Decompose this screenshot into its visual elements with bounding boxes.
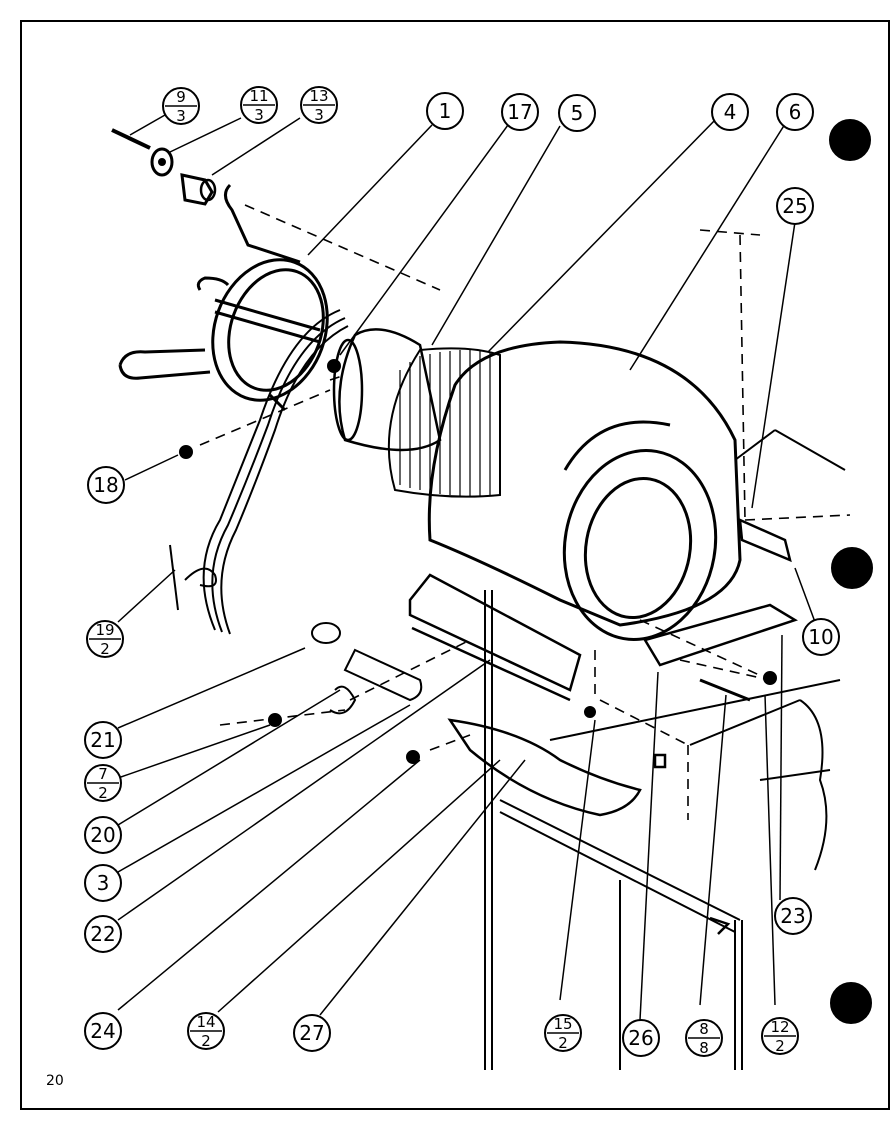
- callout-9-bottom: 3: [176, 107, 186, 125]
- callout-25: 25: [782, 194, 807, 218]
- assembly-dashed-lines: [199, 204, 851, 820]
- binder-hole-bottom: [830, 982, 872, 1024]
- callout-4: 4: [724, 100, 737, 124]
- callout-12-top: 12: [770, 1018, 789, 1036]
- callout-21: 21: [90, 728, 115, 752]
- binder-hole-middle: [831, 547, 873, 589]
- callout-19-top: 19: [95, 621, 114, 639]
- callout-14-top: 14: [196, 1013, 215, 1031]
- callout-9-top: 9: [176, 88, 186, 106]
- callout-11-bottom: 3: [254, 106, 264, 124]
- blower-wheel: [387, 347, 501, 498]
- callout-14-bottom: 2: [201, 1032, 211, 1050]
- fraction-bars: [87, 104, 796, 1039]
- callout-7-top: 7: [98, 765, 108, 783]
- blower-housing: [427, 340, 742, 641]
- callout-13-bottom: 3: [314, 106, 324, 124]
- callout-6: 6: [789, 100, 802, 124]
- callout-19-bottom: 2: [100, 640, 110, 658]
- callout-27: 27: [299, 1021, 324, 1045]
- callout-26: 26: [628, 1026, 653, 1050]
- callout-13-top: 13: [309, 87, 328, 105]
- page-frame: [20, 20, 890, 1110]
- leader-lines: [117, 114, 816, 1021]
- callout-23: 23: [780, 904, 805, 928]
- motor-mount-ring: [118, 183, 329, 412]
- callout-18: 18: [93, 473, 118, 497]
- bolt-washer-bushing: [111, 128, 217, 206]
- callout-1: 1: [439, 99, 452, 123]
- callout-20: 20: [90, 823, 115, 847]
- blower-motor: [332, 328, 442, 452]
- callout-22: 22: [90, 922, 115, 946]
- callout-5: 5: [571, 101, 584, 125]
- callout-12-bottom: 2: [775, 1037, 785, 1055]
- callout-3: 3: [97, 871, 110, 895]
- callout-circles: [84, 86, 840, 1057]
- callout-15-bottom: 2: [558, 1034, 568, 1052]
- callout-10: 10: [808, 625, 833, 649]
- callout-24: 24: [90, 1019, 115, 1043]
- binder-hole-top: [829, 119, 871, 161]
- callout-8-top: 8: [699, 1020, 709, 1038]
- callout-8-bottom: 8: [699, 1039, 709, 1057]
- small-hardware: [179, 359, 777, 764]
- callout-15-top: 15: [553, 1015, 572, 1033]
- mounting-brackets: [408, 517, 798, 935]
- callout-17: 17: [507, 100, 532, 124]
- motor-wire-harness: [169, 309, 349, 635]
- page-number: 20: [46, 1073, 64, 1089]
- cabinet-frame: [484, 429, 846, 1070]
- callout-11-top: 11: [249, 87, 268, 105]
- callout-7-bottom: 2: [98, 784, 108, 802]
